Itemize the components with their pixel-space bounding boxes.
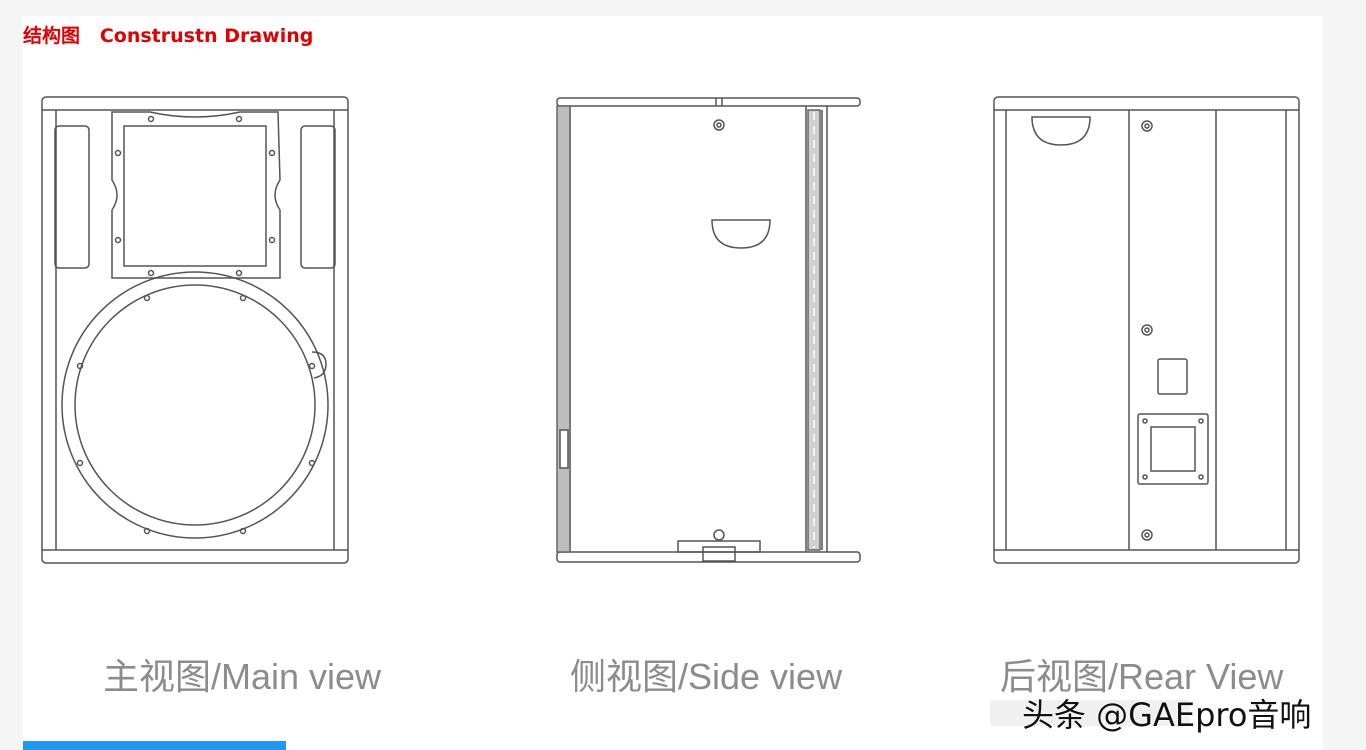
rear-view-drawing [993,96,1300,564]
drawing-panel [23,16,1323,750]
watermark: 头条 @GAEpro音响 [1022,696,1312,734]
side-view-drawing [556,97,861,563]
side-view-caption: 侧视图/Side view [570,656,843,697]
main-view-caption: 主视图/Main view [103,656,382,697]
section-bar [23,741,286,750]
watermark-background [990,700,1190,726]
page-title: 结构图 Construstn Drawing [23,25,314,47]
main-view-drawing [41,96,349,564]
rear-view-caption: 后视图/Rear View [1000,656,1284,697]
